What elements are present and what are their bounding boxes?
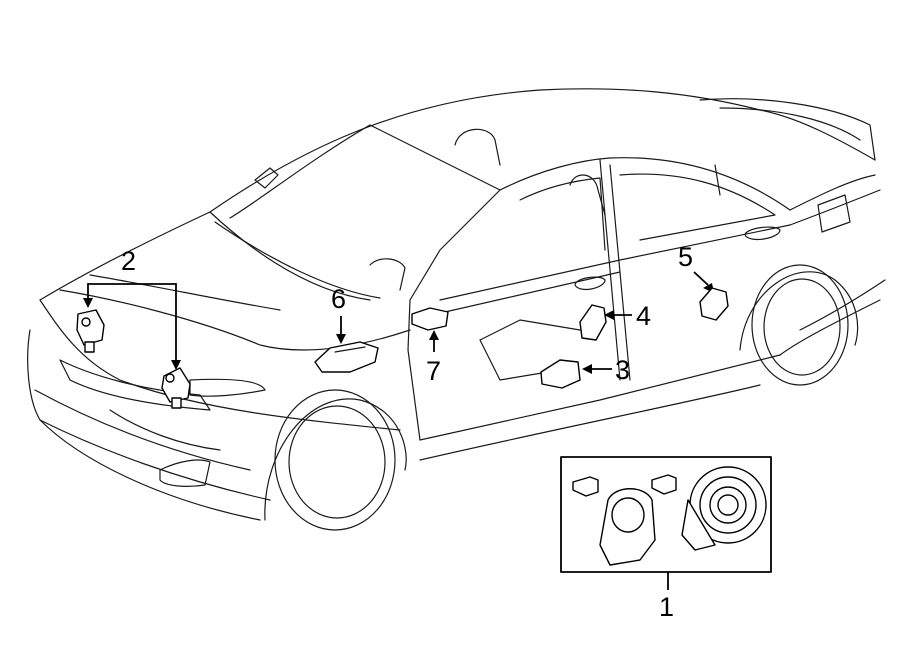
front-sensor-right — [161, 367, 191, 403]
part-4-group: 4 — [579, 301, 651, 341]
callout-6: 6 — [331, 284, 346, 314]
airbag-control-module — [314, 341, 379, 373]
part-2-group: 2 — [76, 246, 191, 409]
part-5-group: 5 — [678, 242, 729, 321]
connector-b — [651, 474, 677, 495]
side-sensor-pillar — [579, 304, 607, 341]
callout-2: 2 — [121, 246, 136, 276]
part-3-group: 3 — [540, 355, 630, 389]
part-6-group: 6 — [314, 284, 379, 373]
callout-5: 5 — [678, 242, 693, 272]
callout-7: 7 — [426, 356, 441, 386]
part-7-group: 7 — [411, 307, 449, 386]
part-1-frame — [560, 456, 772, 573]
connector-a — [572, 476, 599, 497]
side-sensor-sill — [540, 359, 581, 389]
occupant-sensor — [411, 307, 449, 331]
part-1-group: 1 — [560, 456, 772, 622]
rear-side-sensor — [699, 287, 729, 321]
callout-1: 1 — [659, 592, 674, 622]
car-body — [27, 88, 886, 531]
callout-4: 4 — [636, 301, 651, 331]
callout-3: 3 — [615, 355, 630, 385]
front-sensor-left — [76, 309, 105, 346]
